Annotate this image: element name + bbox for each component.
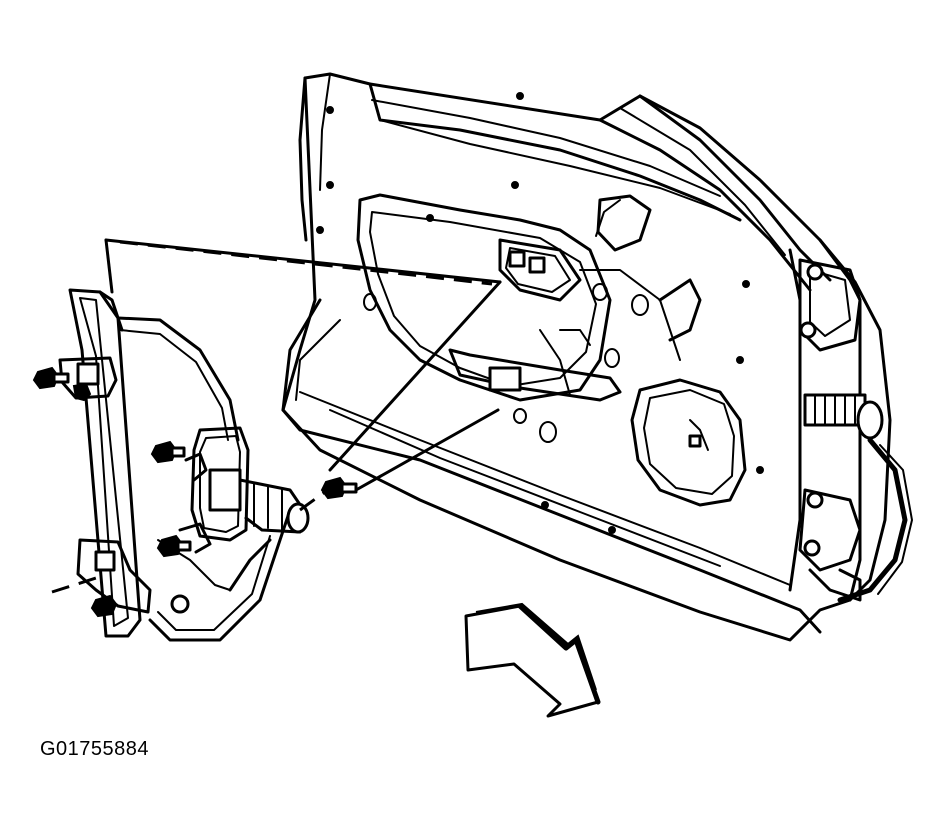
latch-assembly xyxy=(498,194,702,361)
door-inner-panel xyxy=(281,72,892,642)
front-direction-arrow-icon xyxy=(464,602,601,718)
door-hinges xyxy=(798,258,913,603)
regulator-motor xyxy=(157,426,310,592)
leader-lines xyxy=(51,238,502,594)
window-track xyxy=(448,329,709,451)
regulator-bolts xyxy=(32,366,358,618)
window-regulator-rail xyxy=(58,288,292,642)
access-openings xyxy=(316,92,764,534)
figure-code-label: G01755884 xyxy=(40,738,150,760)
